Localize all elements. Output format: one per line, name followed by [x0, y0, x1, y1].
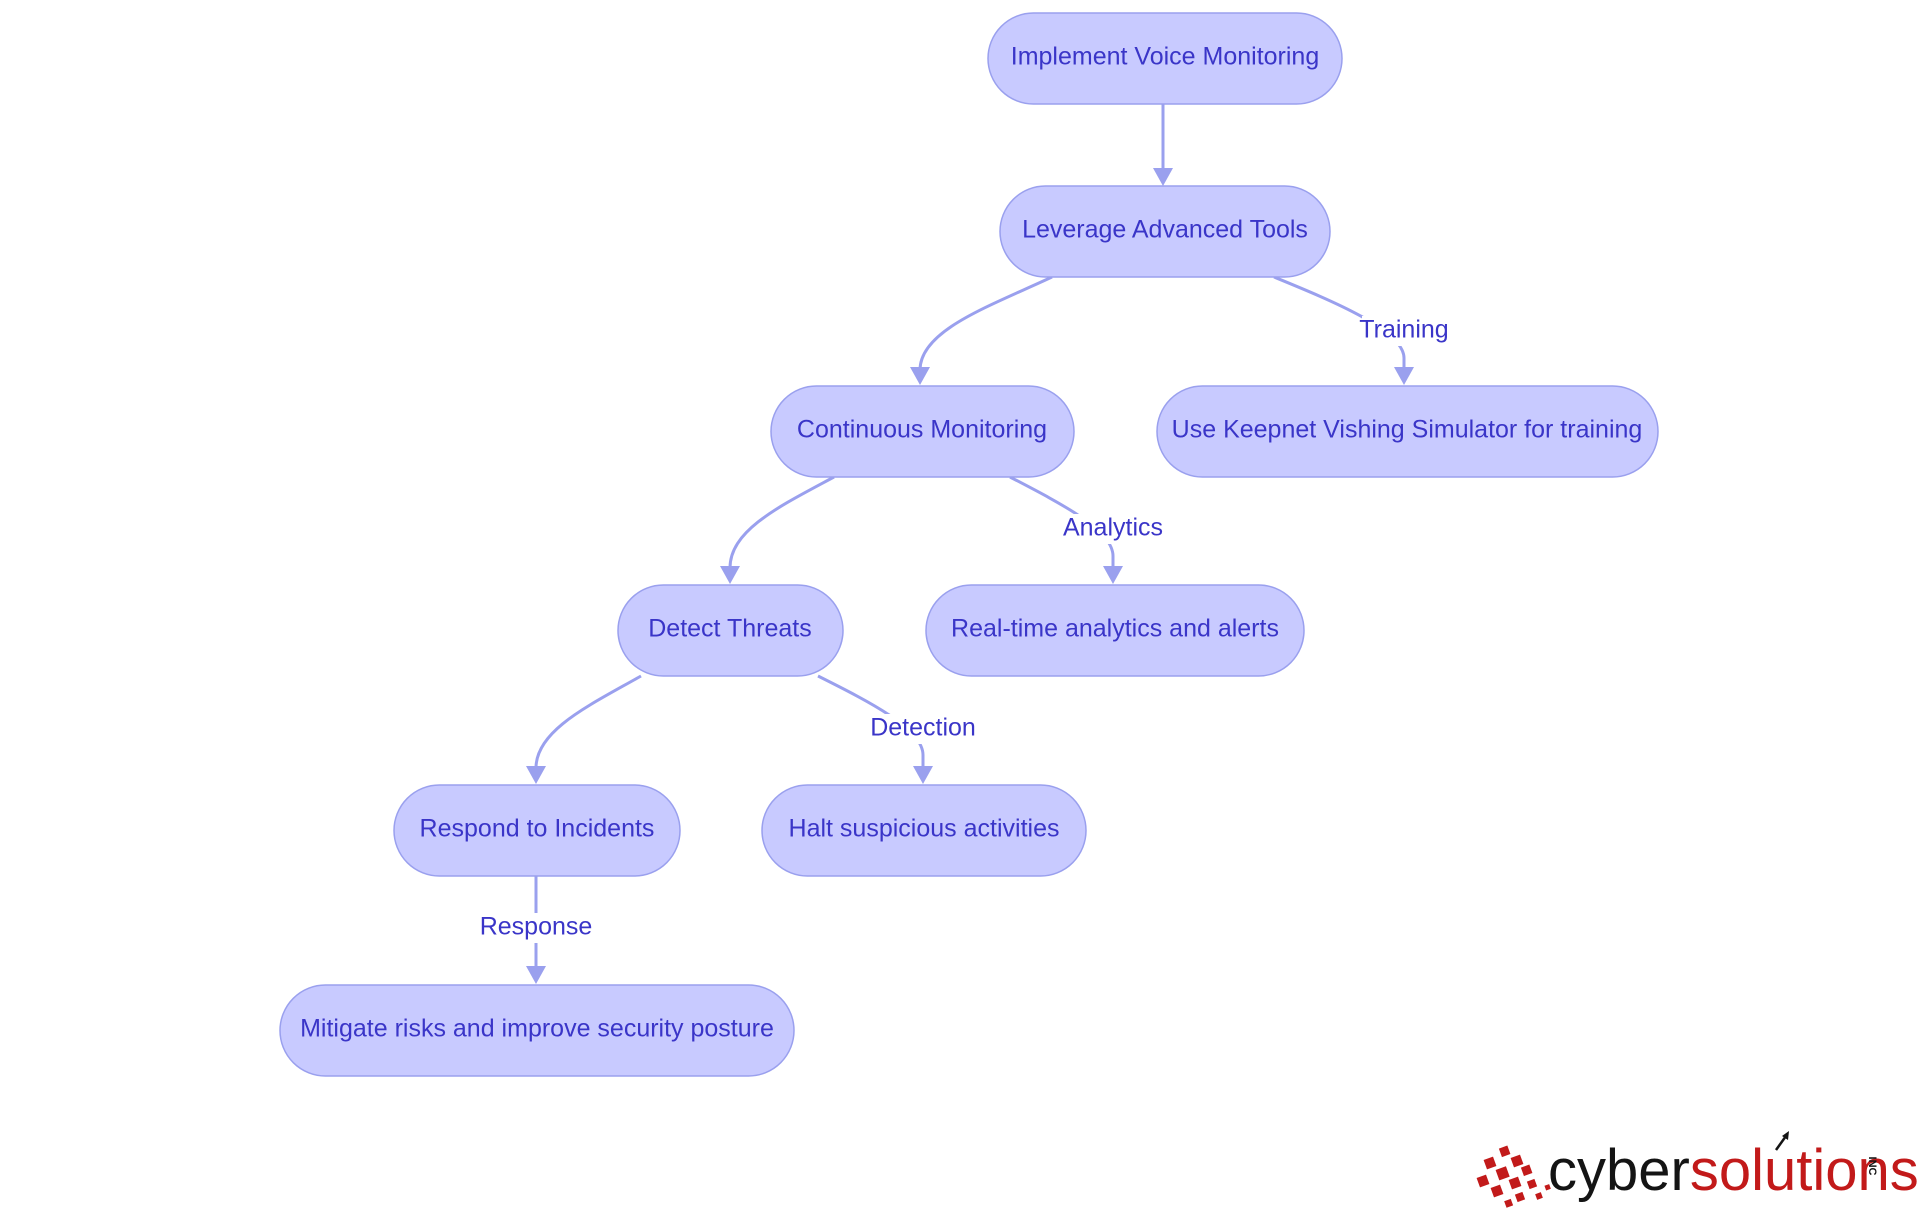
- node-label: Continuous Monitoring: [797, 416, 1047, 444]
- arrow-head: [526, 966, 546, 984]
- edge-label-detection: Detection: [870, 714, 976, 742]
- arrow-head: [910, 367, 930, 385]
- arrow-head: [1153, 168, 1173, 186]
- edge-detect-to-respond: [526, 674, 642, 784]
- edge-leverage-to-keepnet: Training: [1273, 275, 1449, 385]
- edge-implement-to-leverage: [1153, 104, 1173, 186]
- node-label: Implement Voice Monitoring: [1011, 43, 1319, 71]
- logo-wordmark: cybersolutions: [1548, 1138, 1919, 1203]
- node-keepnet-vishing-simulator: Use Keepnet Vishing Simulator for traini…: [1156, 385, 1659, 478]
- edge-respond-to-mitigate: Response: [480, 876, 593, 984]
- node-label: Real-time analytics and alerts: [951, 615, 1279, 643]
- edge-continuous-to-detect: [720, 475, 835, 584]
- logo-inc-text: INC: [1866, 1157, 1878, 1176]
- edge-detect-to-halt: Detection: [817, 674, 979, 784]
- node-halt-suspicious-activities: Halt suspicious activities: [761, 784, 1087, 877]
- edge-label-analytics: Analytics: [1063, 514, 1163, 542]
- logo-cyber-text: cyber: [1548, 1138, 1690, 1203]
- arrow-head: [526, 766, 546, 784]
- node-continuous-monitoring: Continuous Monitoring: [770, 385, 1075, 478]
- node-implement-voice-monitoring: Implement Voice Monitoring: [987, 12, 1343, 105]
- node-label: Use Keepnet Vishing Simulator for traini…: [1172, 416, 1643, 444]
- node-detect-threats: Detect Threats: [617, 584, 844, 677]
- edge-continuous-to-realtime: Analytics: [1009, 475, 1165, 584]
- arrow-head: [1103, 566, 1123, 584]
- node-label: Leverage Advanced Tools: [1022, 216, 1308, 244]
- edge-label-response: Response: [480, 913, 593, 941]
- edge-label-training: Training: [1359, 316, 1448, 344]
- node-label: Halt suspicious activities: [789, 815, 1060, 843]
- node-respond-to-incidents: Respond to Incidents: [393, 784, 681, 877]
- edge-leverage-to-continuous: [910, 275, 1053, 385]
- logo-pixel-mark-icon: [1476, 1145, 1551, 1208]
- node-label: Detect Threats: [648, 615, 812, 643]
- node-label: Mitigate risks and improve security post…: [300, 1015, 774, 1043]
- logo-solutions-text: solutions: [1690, 1138, 1919, 1203]
- logo-accent-arrow-icon: [1774, 1135, 1788, 1151]
- cybersolutions-logo: cybersolutions INC: [1476, 1131, 1919, 1208]
- node-mitigate-risks: Mitigate risks and improve security post…: [279, 984, 795, 1077]
- node-label: Respond to Incidents: [420, 815, 655, 843]
- arrow-head: [913, 766, 933, 784]
- nodes-layer: Implement Voice Monitoring Leverage Adva…: [279, 12, 1659, 1077]
- arrow-head: [720, 566, 740, 584]
- node-leverage-advanced-tools: Leverage Advanced Tools: [999, 185, 1331, 278]
- edges-layer: Training Analytics Detection: [480, 104, 1449, 984]
- node-real-time-analytics: Real-time analytics and alerts: [925, 584, 1305, 677]
- arrow-head: [1394, 367, 1414, 385]
